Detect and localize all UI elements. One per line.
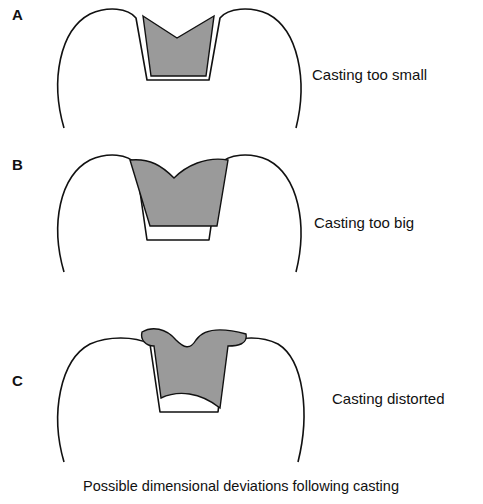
tooth-outline xyxy=(58,155,301,272)
figure-caption: Possible dimensional deviations followin… xyxy=(83,478,399,494)
figure-letter: A xyxy=(12,6,23,23)
casting-distorted xyxy=(142,329,247,408)
casting-label: Casting too big xyxy=(314,214,414,231)
casting-label: Casting too small xyxy=(312,66,427,83)
casting-too-small xyxy=(143,16,214,76)
casting-too-big xyxy=(130,159,228,226)
casting-label: Casting distorted xyxy=(332,390,445,407)
tooth-outline xyxy=(58,9,301,128)
figure-letter: C xyxy=(12,372,23,389)
figure-letter: B xyxy=(12,156,23,173)
